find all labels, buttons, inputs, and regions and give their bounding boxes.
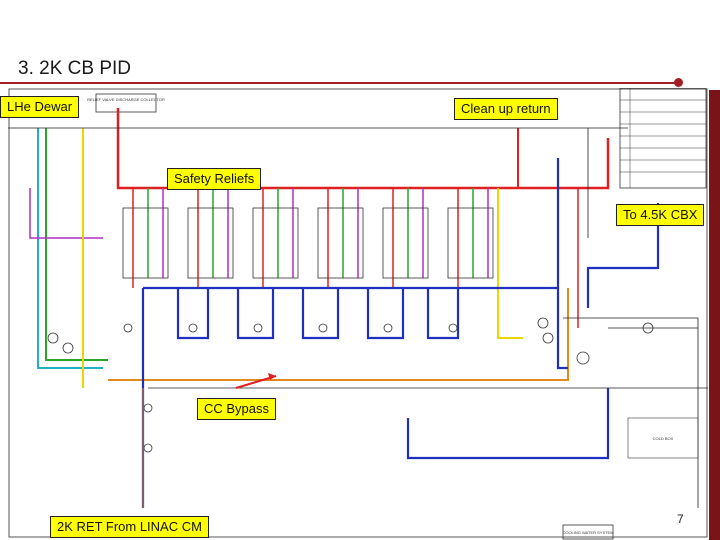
relief-collector-box (95, 93, 157, 113)
label-cc-bypass: CC Bypass (197, 398, 277, 420)
title-rule (0, 82, 678, 84)
title-rule-dot (674, 78, 683, 87)
purple-line-left (29, 188, 103, 239)
label-safety-reliefs: Safety Reliefs (167, 168, 262, 190)
label-to-45k-cbx: To 4.5K CBX (616, 204, 705, 226)
pid-diagram: RELIEF VALVE DISCHARGE COLLECTOR (8, 88, 708, 540)
cooling-water-box (562, 524, 614, 540)
label-clean-up-return: Clean up return (454, 98, 558, 120)
cc-bypass-arrowhead (268, 373, 276, 380)
relief-collector-text: RELIEF VALVE DISCHARGE COLLECTOR (87, 97, 165, 102)
slide-title: 3. 2K CB PID (18, 58, 131, 79)
label-2k-ret: 2K RET From LINAC CM (50, 516, 209, 538)
page-number: 7 (677, 512, 684, 526)
cold-box-outline (627, 417, 699, 459)
instrument-bubbles (47, 317, 654, 453)
diagram-frame (8, 88, 708, 538)
cold-box-text: COLD BOX (653, 436, 674, 441)
green-line-left (45, 128, 108, 361)
yellow-line (497, 188, 523, 339)
side-accent-bar (709, 90, 720, 540)
cooling-water-text: COOLING WATER SYSTEM (562, 530, 613, 535)
cyan-line (37, 128, 103, 369)
blue-return-lines (141, 158, 660, 508)
label-lhe-dewar: LHe Dewar (0, 96, 80, 118)
red-header (116, 108, 610, 190)
notes-block (619, 88, 707, 189)
process-lines (8, 127, 708, 508)
red-drops (132, 188, 579, 328)
compressor-units (122, 207, 494, 279)
cc-bypass-arrow (235, 375, 277, 389)
